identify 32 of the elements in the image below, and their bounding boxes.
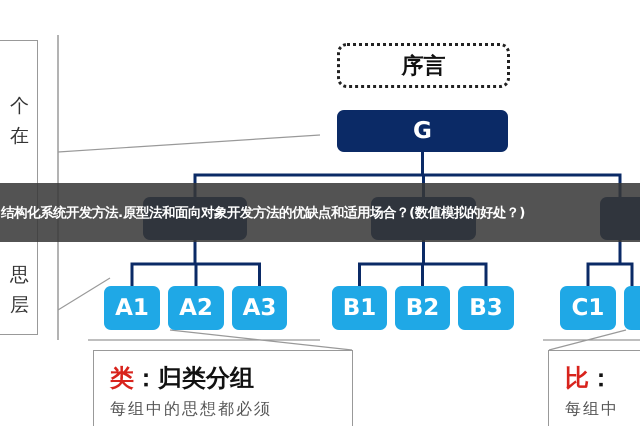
callout-line: [170, 329, 352, 351]
text-card: [93, 350, 353, 426]
card-body-text: 每组中: [565, 399, 620, 420]
callout-line: [548, 329, 626, 351]
child-box: [458, 286, 514, 330]
parent-box: [337, 110, 508, 152]
node-label: 序言: [402, 52, 446, 80]
card-body-text: 每组中的思想都必须: [110, 399, 273, 420]
banner-title: 结构化系统开发方法.原型法和面向对象开发方法的优缺点和适用场合？(数值模拟的好处？): [0, 204, 526, 222]
node-label: A1: [115, 295, 149, 321]
node-label: A3: [242, 295, 276, 321]
heading-text: ：归类分组: [134, 363, 254, 393]
node-label: C1: [572, 295, 604, 321]
child-box: [395, 286, 450, 330]
node-label: B3: [469, 295, 503, 321]
node-label: A2: [179, 295, 213, 321]
node-label: G: [413, 118, 432, 144]
heading-text: ：: [589, 363, 613, 393]
side-note-text: 思层: [10, 262, 29, 318]
child-box: [332, 286, 387, 330]
child-box: [560, 286, 616, 330]
connector-line: [422, 240, 488, 286]
child-box: [104, 286, 160, 330]
node-label: B2: [406, 295, 440, 321]
heading-keyword: 比: [565, 363, 589, 393]
node-label: B1: [342, 295, 376, 321]
child-box: [168, 286, 224, 330]
child-box: [232, 286, 287, 330]
dashed-box: [337, 43, 510, 88]
connector-line: [618, 240, 634, 286]
heading-keyword: 类: [110, 363, 134, 393]
side-note-text: 个在: [10, 94, 29, 150]
